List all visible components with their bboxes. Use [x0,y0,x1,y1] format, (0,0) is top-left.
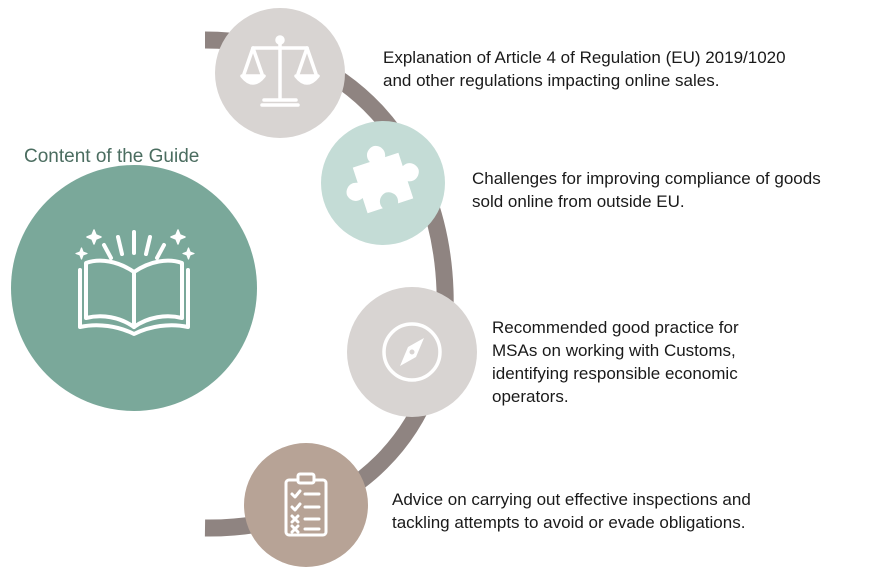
open-book-icon [75,229,195,336]
item-4-line-2: tackling attempts to avoid or evade obli… [392,513,746,532]
item-text-3: Recommended good practice for MSAs on wo… [492,316,739,408]
item-1-line-2: and other regulations impacting online s… [383,71,720,90]
item-text-1: Explanation of Article 4 of Regulation (… [383,46,786,92]
item-2-line-2: sold online from outside EU. [472,192,685,211]
guide-title: Content of the Guide [24,146,200,167]
item-3-line-2: MSAs on working with Customs, [492,341,736,360]
item-3-line-3: identifying responsible economic [492,364,738,383]
scales-icon [240,35,320,107]
puzzle-icon [346,145,419,214]
compass-icon [382,322,442,382]
item-1-line-1: Explanation of Article 4 of Regulation (… [383,48,786,67]
checklist-icon [284,472,328,537]
item-4-line-1: Advice on carrying out effective inspect… [392,490,751,509]
item-circle-4 [244,443,368,567]
item-text-4: Advice on carrying out effective inspect… [392,488,751,534]
item-3-line-4: operators. [492,387,569,406]
item-2-line-1: Challenges for improving compliance of g… [472,169,821,188]
item-text-2: Challenges for improving compliance of g… [472,167,821,213]
item-3-line-1: Recommended good practice for [492,318,739,337]
